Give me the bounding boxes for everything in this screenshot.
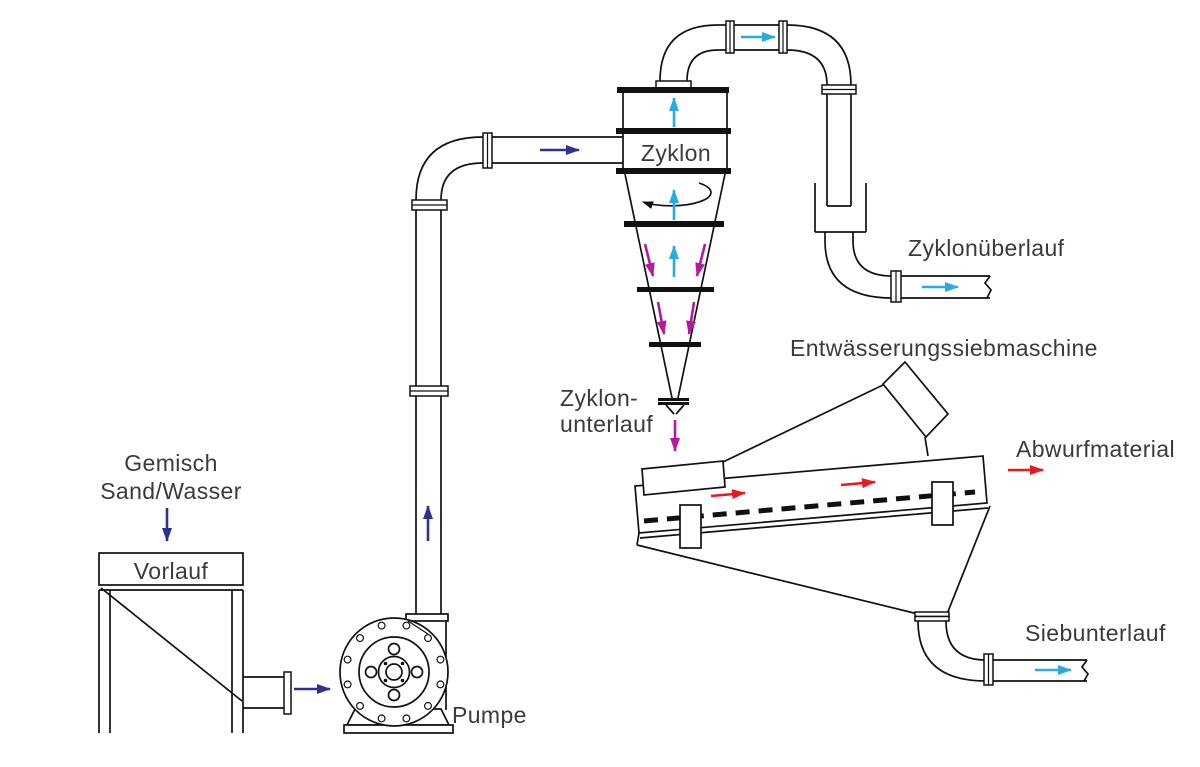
arrow-deck-1 bbox=[710, 489, 746, 500]
pump-face-bolts bbox=[364, 642, 424, 702]
sieb-pipe-cut-end bbox=[1080, 659, 1090, 682]
feed-box bbox=[641, 460, 726, 496]
tank-hopper-slope bbox=[100, 587, 243, 702]
arrow-deck-2 bbox=[840, 478, 876, 489]
label-gemisch-line1: Gemisch bbox=[124, 450, 218, 476]
screen-machine bbox=[634, 360, 991, 622]
flow-arrows bbox=[162, 32, 1072, 694]
pump-outlet-plate bbox=[405, 613, 449, 622]
cyclone bbox=[616, 80, 731, 415]
vorlauf-tank bbox=[98, 552, 292, 733]
arrow-wall-down-2l bbox=[656, 301, 667, 335]
riser-pipe bbox=[409, 132, 623, 614]
vortex-swirl-arrow bbox=[642, 182, 712, 209]
riser-elbow-inner bbox=[440, 162, 484, 201]
label-zyklon-ueberlauf: Zyklonüberlauf bbox=[908, 235, 1065, 261]
arrow-wall-down-1r bbox=[695, 243, 707, 277]
label-vorlauf: Vorlauf bbox=[134, 558, 209, 584]
label-zyklon-unterlauf-line2: unterlauf bbox=[560, 411, 653, 437]
arrow-wall-down-1l bbox=[643, 243, 655, 277]
riser-elbow-outer bbox=[415, 136, 484, 201]
overflow-pipe bbox=[659, 20, 993, 303]
label-gemisch-line2: Sand/Wasser bbox=[100, 478, 242, 504]
label-entwaesserungssiebmaschine: Entwässerungssiebmaschine bbox=[790, 335, 1098, 361]
label-pumpe: Pumpe bbox=[452, 702, 527, 728]
cyclone-cone-right bbox=[677, 173, 726, 399]
pump-rim-bolts bbox=[343, 621, 445, 723]
pump-casing bbox=[339, 617, 449, 727]
right-vibrator-block bbox=[931, 481, 954, 526]
left-vibrator-block bbox=[679, 504, 702, 549]
arrow-wall-down-2r bbox=[686, 301, 696, 335]
label-zyklon: Zyklon bbox=[641, 140, 711, 166]
siebunterlauf-outlet bbox=[917, 620, 1090, 686]
label-zyklon-unterlauf-line1: Zyklon- bbox=[560, 385, 638, 411]
pump-hub bbox=[377, 655, 411, 689]
label-abwurfmaterial: Abwurfmaterial bbox=[1016, 436, 1175, 462]
labels: Gemisch Sand/Wasser Vorlauf Pumpe Zyklon… bbox=[100, 140, 1175, 728]
vibration-motor bbox=[881, 360, 950, 439]
overflow-pipe-cut-end bbox=[983, 275, 993, 299]
underflow-funnel bbox=[636, 505, 991, 622]
tank-outlet-flange bbox=[283, 671, 292, 715]
pump-face bbox=[358, 636, 430, 708]
label-siebunterlauf: Siebunterlauf bbox=[1025, 620, 1166, 646]
cyclone-cone-left bbox=[624, 173, 673, 399]
pump bbox=[339, 613, 454, 734]
cyclone-top-flange bbox=[655, 80, 692, 89]
pump-shaft bbox=[385, 663, 403, 681]
motor-mount-line bbox=[722, 384, 884, 463]
overflow-vessel bbox=[814, 183, 867, 241]
